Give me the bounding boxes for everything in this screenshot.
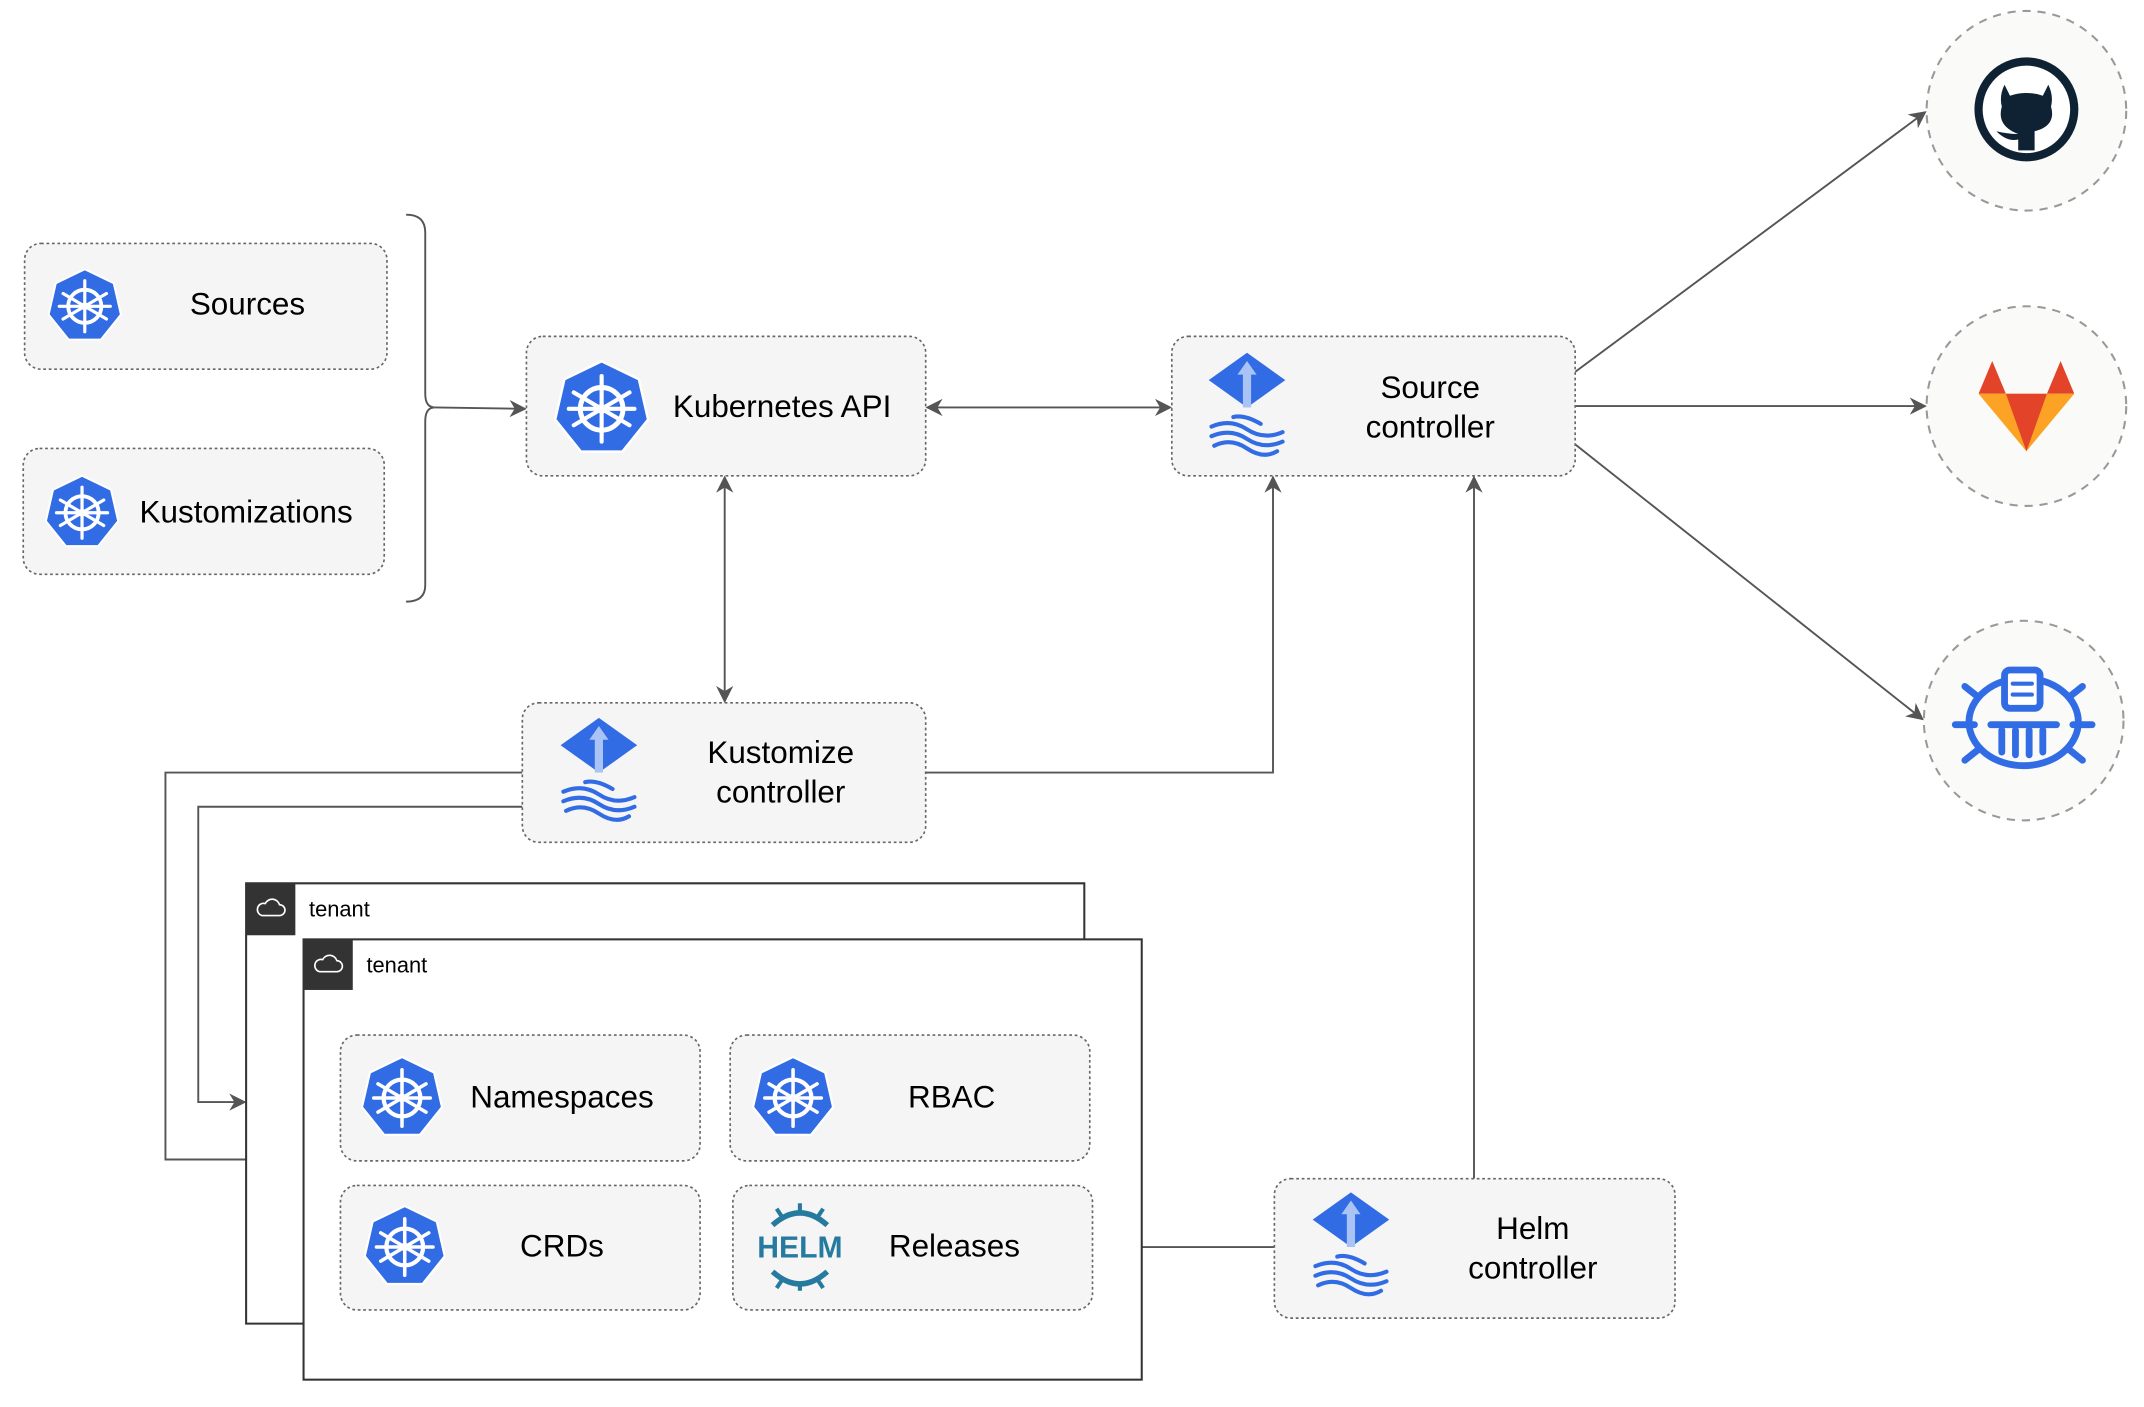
namespaces-node[interactable]: Namespaces (339, 1034, 701, 1162)
kustomize-controller-node[interactable]: Kustomize controller (521, 701, 927, 844)
arrow-kustomize-to-tenant-back (197, 805, 523, 1111)
source-controller-label-2: controller (1366, 410, 1495, 445)
github-icon (1974, 57, 2079, 162)
kustomizations-label: Kustomizations (140, 494, 353, 529)
kustomize-controller-label-2: controller (716, 775, 845, 810)
kustomizations-node[interactable]: Kustomizations (22, 447, 386, 576)
helm-controller-label-2: controller (1468, 1251, 1597, 1286)
source-controller-label-1: Source (1380, 370, 1480, 405)
rbac-label: RBAC (908, 1080, 995, 1115)
releases-label: Releases (889, 1229, 1020, 1264)
bucket-node[interactable] (1922, 619, 2125, 822)
tenant-label: tenant (309, 896, 370, 921)
arrow-resources-to-api (434, 399, 527, 418)
kubernetes-api-node[interactable]: Kubernetes API (525, 335, 927, 477)
namespaces-label: Namespaces (470, 1080, 653, 1115)
sources-label: Sources (190, 287, 305, 322)
arrow-kustomize-to-source (925, 475, 1282, 774)
gitlab-node[interactable] (1925, 305, 2128, 507)
helm-logo-text: HELM (757, 1232, 842, 1265)
rbac-node[interactable]: RBAC (729, 1034, 1091, 1162)
source-controller-node[interactable]: Source controller (1170, 335, 1577, 477)
crds-node[interactable]: CRDs (339, 1184, 701, 1311)
bucket-icon (1951, 666, 2096, 770)
sources-node[interactable]: Sources (23, 242, 388, 371)
helm-controller-node[interactable]: Helm controller (1273, 1177, 1676, 1319)
helm-controller-label-1: Helm (1496, 1211, 1569, 1246)
tenant-label: tenant (366, 952, 427, 977)
grouping-brace (406, 213, 435, 603)
arrow-to-bucket (1574, 443, 1924, 721)
gitlab-icon (1978, 360, 2075, 452)
kubernetes-api-label: Kubernetes API (673, 389, 891, 424)
arrow-kustomize-to-tenant-front (164, 771, 523, 1169)
releases-node[interactable]: HELM Releases (732, 1184, 1094, 1311)
kustomize-controller-label-1: Kustomize (707, 735, 854, 770)
crds-label: CRDs (520, 1229, 604, 1264)
arrow-to-github (1574, 111, 1927, 373)
github-node[interactable] (1925, 9, 2128, 212)
helm-icon: HELM (757, 1203, 843, 1291)
